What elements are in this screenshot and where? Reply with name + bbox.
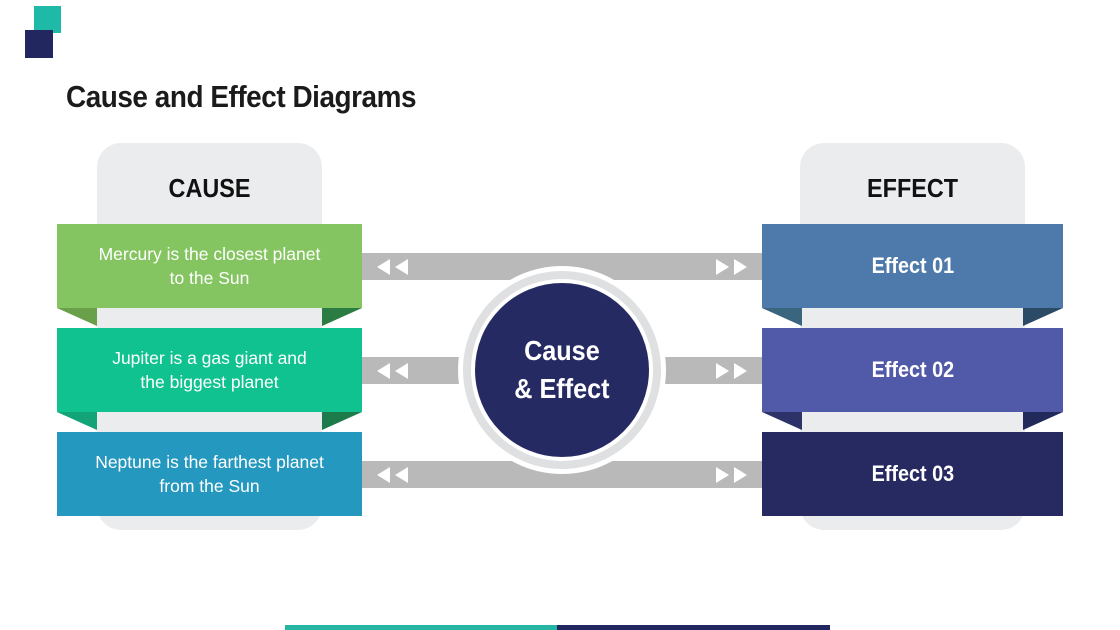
effect-banner-2: Effect 02 — [762, 328, 1063, 430]
right-arrows-icon — [716, 466, 747, 483]
effect-header: EFFECT — [800, 173, 1025, 204]
right-arrows-icon — [716, 362, 747, 379]
chevron-right-icon — [716, 258, 729, 275]
cause-banner-2-text: Jupiter is a gas giant and the biggest p… — [112, 348, 307, 392]
page-title: Cause and Effect Diagrams — [66, 79, 455, 115]
chevron-left-icon — [395, 258, 408, 275]
effect-banner-1-text: Effect 01 — [871, 253, 954, 278]
corner-square-teal — [34, 6, 61, 33]
cause-banner-3-text: Neptune is the farthest planet from the … — [95, 452, 324, 496]
page-title-text: Cause and Effect Diagrams — [66, 78, 417, 114]
effect-banner-1: Effect 01 — [762, 224, 1063, 326]
left-arrows-icon — [377, 362, 408, 379]
ribbon-fold-left — [762, 412, 802, 430]
center-line-1: Cause — [524, 335, 600, 367]
chevron-right-icon — [716, 362, 729, 379]
chevron-left-icon — [377, 258, 390, 275]
ribbon-fold-left — [762, 308, 802, 326]
chevron-left-icon — [377, 362, 390, 379]
center-line-2: & Effect — [514, 373, 610, 404]
right-arrows-icon — [716, 258, 747, 275]
ribbon-fold-right — [322, 412, 362, 430]
effect-banner-3-text: Effect 03 — [871, 461, 954, 486]
ribbon-fold-right — [1023, 412, 1063, 430]
chevron-left-icon — [395, 466, 408, 483]
bottom-strip-navy — [557, 625, 830, 630]
left-arrows-icon — [377, 258, 408, 275]
cause-header: CAUSE — [97, 173, 322, 204]
center-circle-label: Cause & Effect — [514, 332, 609, 408]
cause-header-text: CAUSE — [168, 173, 251, 203]
left-arrows-icon — [377, 466, 408, 483]
ribbon-fold-right — [1023, 308, 1063, 326]
cause-banner-1: Mercury is the closest planet to the Sun — [57, 224, 362, 326]
chevron-left-icon — [377, 466, 390, 483]
effect-header-text: EFFECT — [866, 173, 958, 203]
chevron-right-icon — [716, 466, 729, 483]
bottom-strip-teal — [285, 625, 557, 630]
cause-banner-1-text: Mercury is the closest planet to the Sun — [98, 244, 321, 288]
cause-banner-2: Jupiter is a gas giant and the biggest p… — [57, 328, 362, 430]
center-circle: Cause & Effect — [475, 283, 649, 457]
ribbon-fold-left — [57, 412, 97, 430]
cause-banner-3: Neptune is the farthest planet from the … — [57, 432, 362, 516]
chevron-left-icon — [395, 362, 408, 379]
chevron-right-icon — [734, 258, 747, 275]
chevron-right-icon — [734, 362, 747, 379]
chevron-right-icon — [734, 466, 747, 483]
ribbon-fold-left — [57, 308, 97, 326]
ribbon-fold-right — [322, 308, 362, 326]
effect-banner-2-text: Effect 02 — [871, 357, 954, 382]
effect-banner-3: Effect 03 — [762, 432, 1063, 516]
corner-square-navy — [25, 30, 53, 58]
